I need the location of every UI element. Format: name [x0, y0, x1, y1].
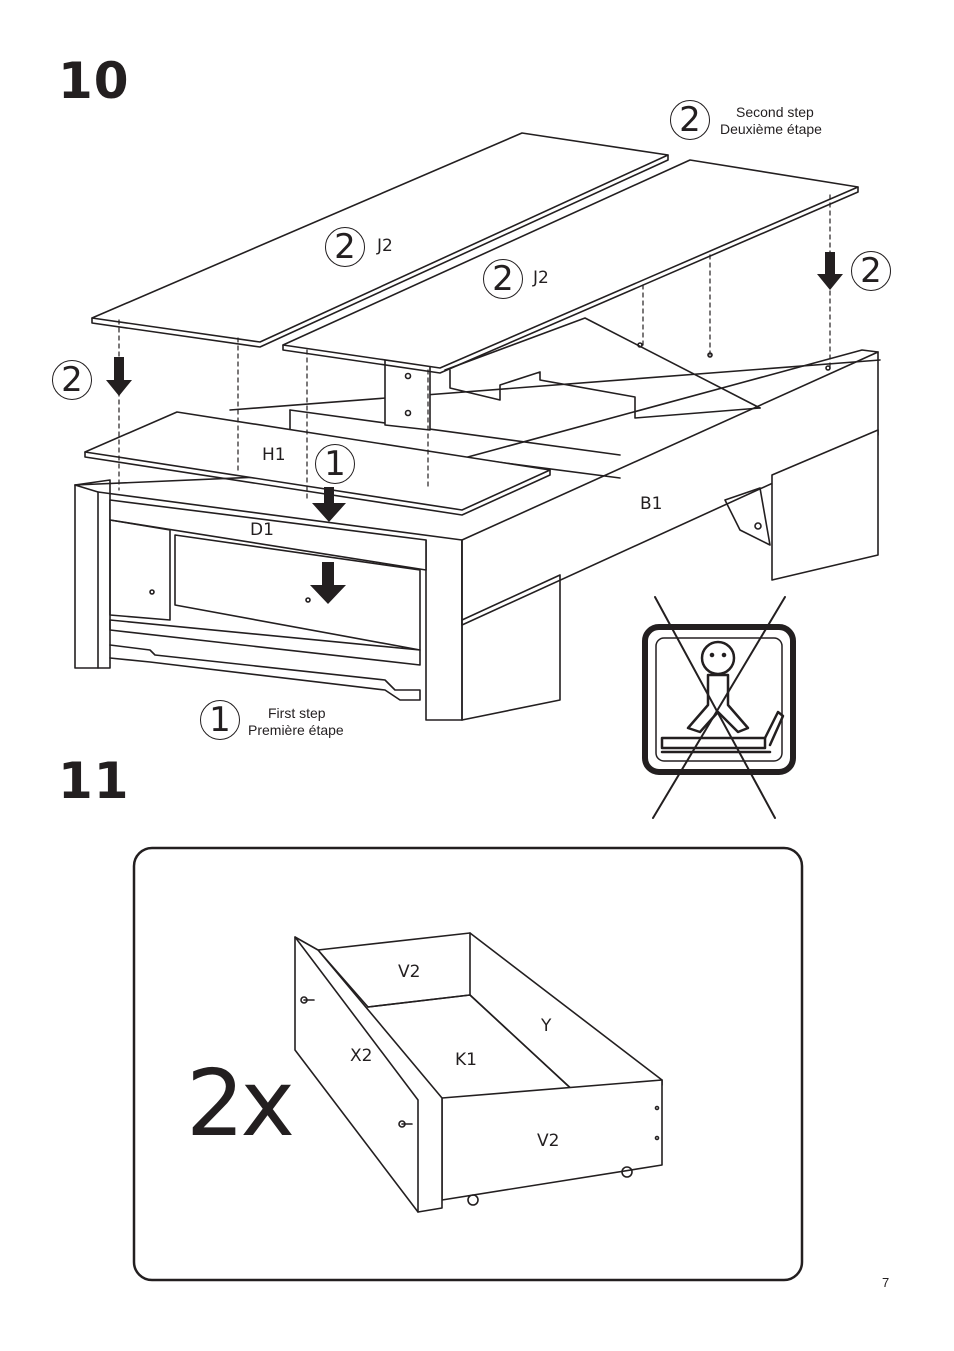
second-step-en: Second step: [736, 104, 814, 120]
step-11-frame: [132, 846, 804, 1282]
second-step-fr: Deuxième étape: [720, 121, 822, 137]
step-marker-2: 2: [670, 100, 710, 140]
marker-2-j2-right: 2: [483, 259, 523, 299]
second-step-caption: Second step Deuxième étape: [720, 104, 822, 138]
step-marker-1: 1: [200, 700, 240, 740]
part-label-h1: H1: [262, 445, 286, 465]
first-step-en: First step: [268, 705, 326, 721]
marker-2-left-arrow: 2: [52, 360, 92, 400]
bed-frame-drawing: [74, 317, 881, 721]
part-label-y: Y: [541, 1016, 552, 1036]
step-number-10: 10: [58, 52, 130, 110]
drawer-drawing: [294, 932, 663, 1213]
part-label-v2-back: V2: [398, 962, 421, 982]
part-label-v2-front: V2: [537, 1131, 560, 1151]
first-step-caption: First step Première étape: [248, 705, 344, 739]
part-label-j2-right: J2: [533, 268, 549, 288]
part-label-b1: B1: [640, 494, 663, 514]
quantity-2x: 2x: [186, 1050, 295, 1157]
alignment-guides: [118, 194, 831, 501]
part-label-k1: K1: [455, 1050, 477, 1070]
marker-2-right-arrow: 2: [851, 251, 891, 291]
no-standing-on-bed-icon: [642, 596, 796, 819]
part-label-j2-left: J2: [377, 236, 393, 256]
marker-1-h1: 1: [315, 444, 355, 484]
first-step-fr: Première étape: [248, 722, 344, 738]
step-number-11: 11: [58, 752, 130, 810]
marker-2-j2-left: 2: [325, 227, 365, 267]
part-label-d1: D1: [250, 520, 274, 540]
page-number: 7: [882, 1275, 890, 1290]
part-label-x2: X2: [350, 1046, 373, 1066]
down-arrows: [106, 252, 843, 604]
